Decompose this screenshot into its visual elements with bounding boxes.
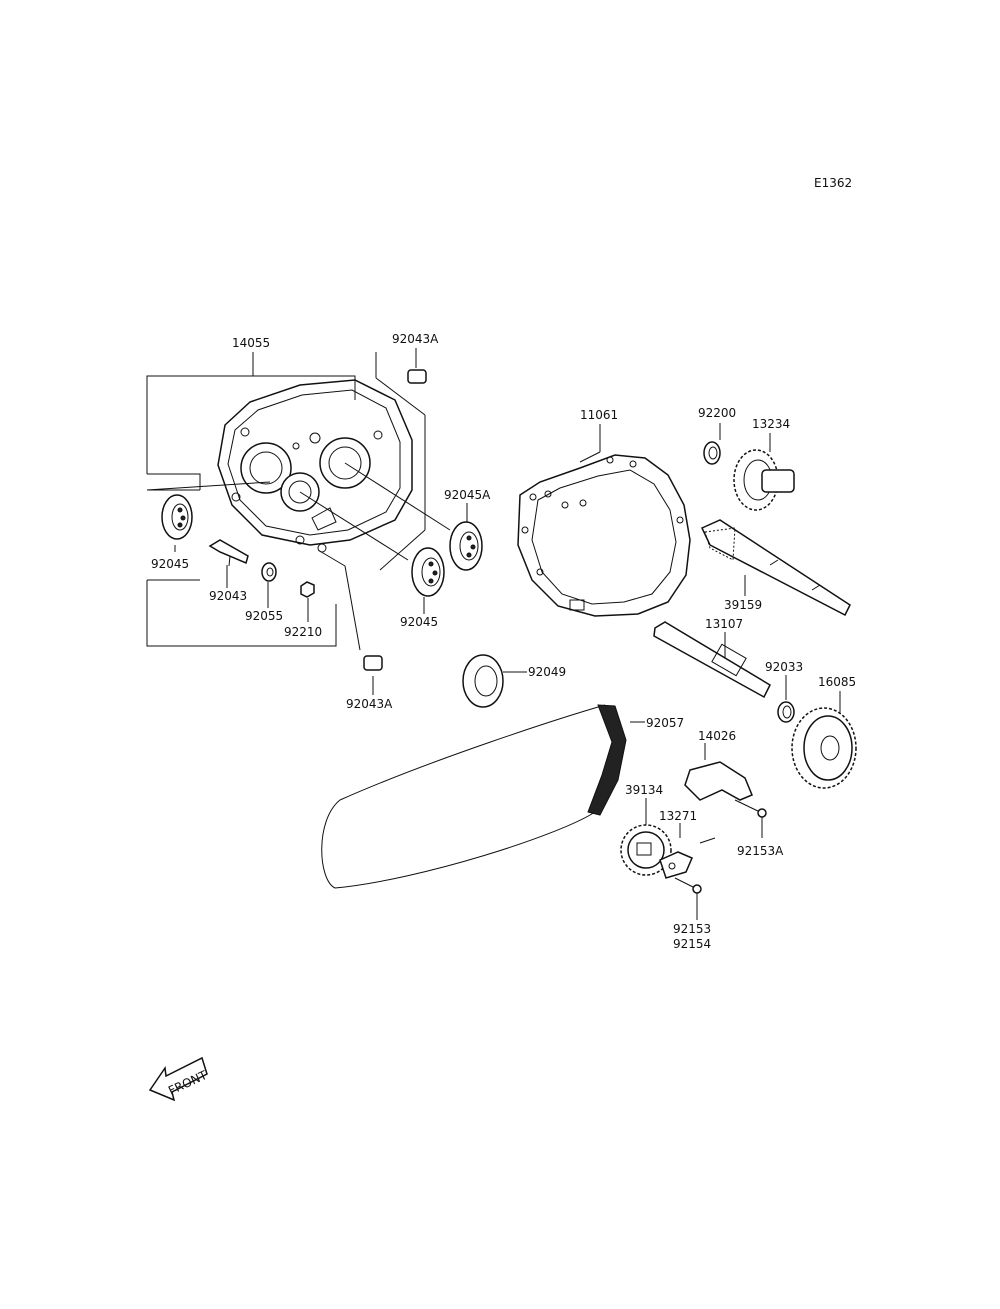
chain-guide-14026[interactable] bbox=[684, 761, 753, 801]
label-92043A-bottom: 92043A bbox=[346, 697, 393, 711]
gear-16085[interactable] bbox=[791, 707, 857, 789]
diagram-id: E1362 bbox=[814, 176, 852, 190]
plate-13271[interactable] bbox=[659, 851, 693, 879]
label-14026: 14026 bbox=[698, 729, 736, 743]
label-92200: 92200 bbox=[698, 406, 736, 420]
washer-92200[interactable] bbox=[703, 441, 721, 465]
leader-lines bbox=[146, 348, 841, 920]
part-labels: 14055 92043A 92045 92043 92055 92210 920… bbox=[151, 332, 856, 951]
drive-chain-92057[interactable] bbox=[321, 704, 627, 889]
label-92055: 92055 bbox=[245, 609, 283, 623]
dowel-pin-92043A-bottom[interactable] bbox=[363, 655, 383, 671]
gear-13234[interactable] bbox=[733, 449, 795, 511]
dowel-pin-92043A-top[interactable] bbox=[407, 369, 427, 384]
label-92153: 92153 bbox=[673, 922, 711, 936]
bearing-92045A[interactable] bbox=[449, 521, 483, 571]
label-16085: 16085 bbox=[818, 675, 856, 689]
label-13107: 13107 bbox=[705, 617, 743, 631]
label-14055: 14055 bbox=[232, 336, 270, 350]
pin-92043[interactable] bbox=[208, 539, 249, 567]
sprocket-39134[interactable] bbox=[620, 824, 672, 876]
circlip-92033[interactable] bbox=[777, 701, 795, 723]
label-92043A-top: 92043A bbox=[392, 332, 439, 346]
shaft-13107[interactable] bbox=[653, 621, 771, 699]
label-39159: 39159 bbox=[724, 598, 762, 612]
label-92153A: 92153A bbox=[737, 844, 784, 858]
label-11061: 11061 bbox=[580, 408, 618, 422]
label-92045-left: 92045 bbox=[151, 557, 189, 571]
label-39134: 39134 bbox=[625, 783, 663, 797]
bearing-92045-left[interactable] bbox=[161, 494, 193, 540]
label-92045-mid: 92045 bbox=[400, 615, 438, 629]
nut-92210[interactable] bbox=[300, 581, 315, 598]
label-92049: 92049 bbox=[528, 665, 566, 679]
label-13271: 13271 bbox=[659, 809, 697, 823]
shaft-39159[interactable] bbox=[700, 519, 851, 617]
front-arrow-icon: FRONT bbox=[148, 1056, 210, 1102]
label-92210: 92210 bbox=[284, 625, 322, 639]
crankcase-cover-14055[interactable] bbox=[217, 379, 413, 553]
bearing-92045-mid[interactable] bbox=[411, 547, 445, 597]
label-92043: 92043 bbox=[209, 589, 247, 603]
bolt-92153[interactable] bbox=[674, 877, 702, 894]
oil-seal-92049[interactable] bbox=[462, 654, 504, 708]
gasket-11061[interactable] bbox=[517, 454, 691, 617]
label-13234: 13234 bbox=[752, 417, 790, 431]
label-92057: 92057 bbox=[646, 716, 684, 730]
label-92045A: 92045A bbox=[444, 488, 491, 502]
label-92154: 92154 bbox=[673, 937, 711, 951]
washer-92055[interactable] bbox=[261, 562, 277, 582]
label-92033: 92033 bbox=[765, 660, 803, 674]
bolt-92153A[interactable] bbox=[734, 799, 767, 818]
